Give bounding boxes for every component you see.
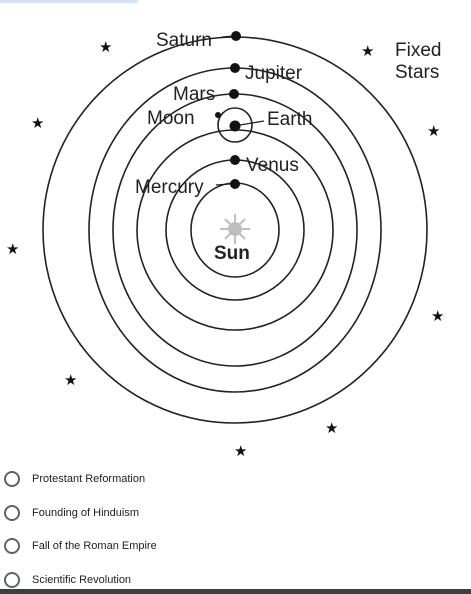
bottom-bar — [0, 589, 471, 594]
planet-dot-mercury — [230, 179, 240, 189]
star-icon: ★ — [99, 38, 112, 56]
label-moon: Moon — [147, 108, 195, 129]
star-icon: ★ — [6, 240, 19, 258]
top-accent-bar — [0, 0, 138, 3]
radio-button[interactable] — [4, 471, 20, 487]
label-sun: Sun — [214, 243, 250, 264]
label-saturn: Saturn — [156, 30, 212, 51]
epicycle-moon — [217, 107, 253, 143]
option-label: Protestant Reformation — [32, 473, 146, 485]
label-jupiter: Jupiter — [245, 63, 303, 84]
label-mars: Mars — [173, 84, 215, 105]
label-earth: Earth — [267, 109, 312, 130]
star-icon: ★ — [64, 371, 77, 389]
planet-dot-saturn — [231, 31, 241, 41]
option-scientific-revolution[interactable]: Scientific Revolution — [4, 567, 131, 593]
star-icon: ★ — [325, 419, 338, 437]
radio-button[interactable] — [4, 505, 20, 521]
star-icon: ★ — [361, 42, 374, 60]
option-label: Founding of Hinduism — [32, 507, 140, 519]
label-fixed: Fixed — [395, 40, 441, 61]
geocentric-diagram: Saturn Jupiter Mars Moon Earth Venus Mer… — [6, 30, 444, 460]
option-label: Scientific Revolution — [32, 574, 132, 586]
planet-dot-earth — [229, 120, 241, 132]
planet-dot-venus — [230, 155, 240, 165]
label-mercury: Mercury — [135, 177, 204, 198]
option-founding-of-hinduism[interactable]: Founding of Hinduism — [4, 500, 139, 526]
option-fall-of-the-roman-empire[interactable]: Fall of the Roman Empire — [4, 533, 157, 559]
radio-button[interactable] — [4, 572, 20, 588]
planet-dot-jupiter — [230, 63, 240, 73]
sun-icon — [220, 214, 250, 244]
star-icon: ★ — [31, 114, 44, 132]
leader-earth — [239, 120, 265, 126]
label-venus: Venus — [246, 155, 299, 176]
planet-dot-moon — [215, 112, 221, 118]
label-stars: Stars — [395, 62, 439, 83]
star-icon: ★ — [431, 307, 444, 325]
planet-dot-mars — [229, 89, 239, 99]
option-label: Fall of the Roman Empire — [32, 540, 157, 552]
leader-mercury — [215, 183, 231, 186]
option-protestant-reformation[interactable]: Protestant Reformation — [4, 466, 145, 492]
star-icon: ★ — [427, 122, 440, 140]
radio-button[interactable] — [4, 538, 20, 554]
star-icon: ★ — [234, 442, 247, 460]
